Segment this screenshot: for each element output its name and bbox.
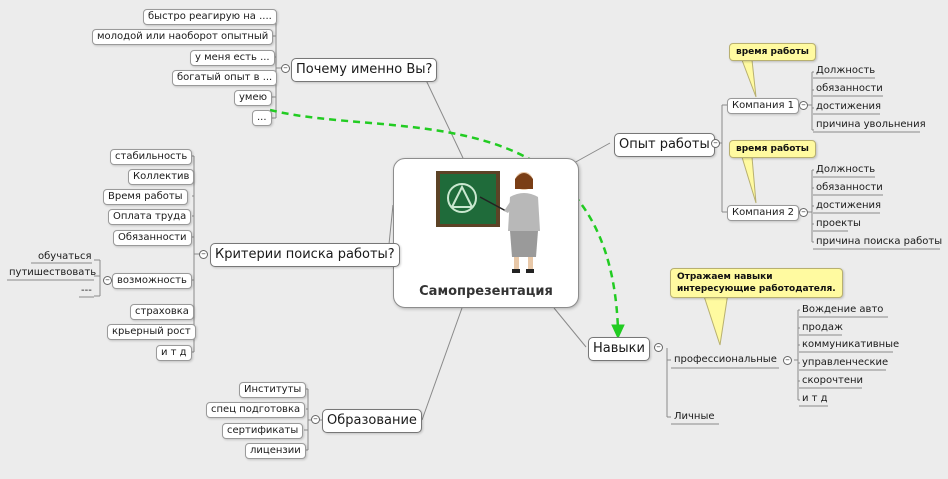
company-2-item[interactable]: Должность [816, 164, 876, 175]
criteria-item[interactable]: Оплата труда [108, 209, 192, 225]
opportunity-item[interactable]: --- [81, 285, 92, 296]
criteria-item[interactable]: страховка [130, 304, 194, 320]
skills-note-line: Отражаем навыки [677, 272, 773, 282]
company-1[interactable]: Компания 1 [727, 98, 800, 114]
criteria-item[interactable]: Коллектив [128, 169, 195, 185]
skills-personal[interactable]: Личные [674, 411, 715, 422]
company-1-item[interactable]: Должность [816, 65, 876, 76]
why-item[interactable]: молодой или наоборот опытный [92, 29, 274, 45]
collapse-toggle-icon[interactable]: – [711, 139, 720, 148]
criteria-item[interactable]: Обязанности [113, 230, 192, 246]
skill-item[interactable]: коммуникативные [802, 339, 900, 350]
criteria-item[interactable]: стабильность [110, 149, 193, 165]
skill-item[interactable]: Вождение авто [802, 304, 884, 315]
collapse-toggle-icon[interactable]: – [103, 276, 112, 285]
education-item[interactable]: Институты [239, 382, 307, 398]
topic-skills[interactable]: Навыки [588, 337, 650, 361]
topic-why[interactable]: Почему именно Вы? [291, 58, 438, 82]
company-1-note[interactable]: время работы [729, 43, 816, 61]
skill-item[interactable]: управленческие [802, 357, 889, 368]
why-item[interactable]: богатый опыт в ... [172, 70, 278, 86]
company-2-item[interactable]: обязанности [816, 182, 883, 193]
opportunity-item[interactable]: обучаться [38, 251, 92, 262]
collapse-toggle-icon[interactable]: – [281, 64, 290, 73]
presenter-illustration [436, 171, 540, 273]
collapse-toggle-icon[interactable]: – [799, 208, 808, 217]
skills-professional[interactable]: профессиональные [674, 354, 777, 365]
company-2-item[interactable]: достижения [816, 200, 882, 211]
skill-item[interactable]: скорочтени [802, 375, 864, 386]
skill-item[interactable]: продаж [802, 322, 844, 333]
why-item[interactable]: быстро реагирую на .... [143, 9, 277, 25]
topic-experience[interactable]: Опыт работы [614, 133, 715, 157]
company-1-item[interactable]: достижения [816, 101, 882, 112]
company-2[interactable]: Компания 2 [727, 205, 800, 221]
criteria-item[interactable]: и т д [156, 345, 192, 361]
collapse-toggle-icon[interactable]: – [799, 101, 808, 110]
skills-note[interactable]: Отражаем навыки интересующие работодател… [670, 268, 843, 298]
central-topic[interactable]: Самопрезентация [393, 158, 579, 308]
topic-education[interactable]: Образование [322, 409, 422, 433]
skill-item[interactable]: и т д [802, 393, 828, 404]
why-item[interactable]: у меня есть ... [190, 50, 275, 66]
company-1-item[interactable]: причина увольнения [816, 119, 926, 130]
education-item[interactable]: спец подготовка [206, 402, 306, 418]
skills-note-line: интересующие работодателя. [677, 284, 836, 294]
opportunity-item[interactable]: путишествовать [9, 267, 97, 278]
why-item[interactable]: умею [234, 90, 273, 106]
company-1-item[interactable]: обязанности [816, 83, 883, 94]
company-2-item[interactable]: проекты [816, 218, 861, 229]
education-item[interactable]: лицензии [245, 443, 306, 459]
collapse-toggle-icon[interactable]: – [199, 250, 208, 259]
criteria-item[interactable]: Время работы [103, 189, 188, 205]
company-2-note[interactable]: время работы [729, 140, 816, 158]
collapse-toggle-icon[interactable]: – [654, 343, 663, 352]
company-2-item[interactable]: причина поиска работы [816, 236, 943, 247]
why-item[interactable]: ... [252, 110, 272, 126]
collapse-toggle-icon[interactable]: – [311, 415, 320, 424]
collapse-toggle-icon[interactable]: – [783, 356, 792, 365]
criteria-item-opportunity[interactable]: возможность [112, 273, 192, 289]
criteria-item[interactable]: крьерный рост [107, 324, 196, 340]
education-item[interactable]: сертификаты [222, 423, 304, 439]
topic-criteria[interactable]: Критерии поиска работы? [210, 243, 400, 267]
central-topic-title: Самопрезентация [419, 284, 553, 299]
